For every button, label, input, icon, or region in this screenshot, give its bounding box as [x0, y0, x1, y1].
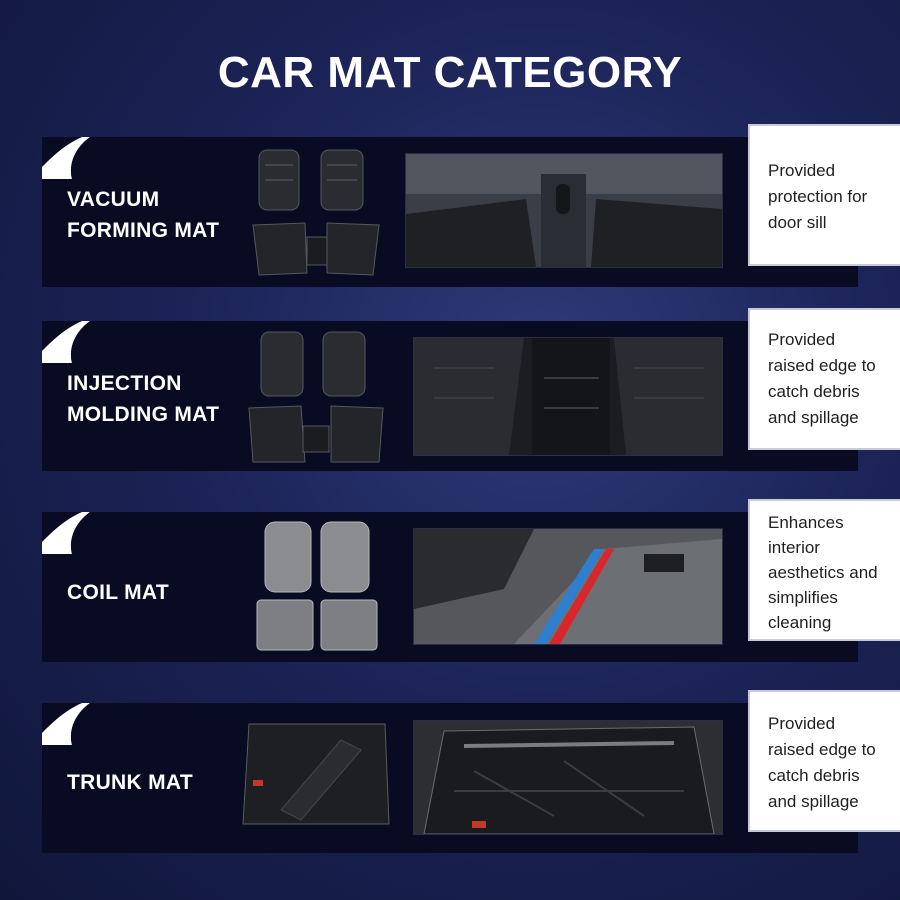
trunk-mat-image [242, 723, 390, 825]
page-curl-icon [42, 321, 90, 363]
description-text: Provided raised edge to catch debris and… [768, 714, 876, 811]
description-text: Provided raised edge to catch debris and… [768, 330, 876, 427]
category-label: COIL MAT [67, 581, 169, 604]
injection-mat-installed-photo [413, 337, 723, 456]
trunk-mat-installed-photo [413, 720, 723, 835]
category-label: VACUUM FORMING MAT [67, 188, 220, 242]
vacuum-mat-installed-photo [405, 153, 723, 268]
category-row-coil: COIL MAT Enhances interior aesthetics an… [0, 0, 900, 662]
description-text: Provided protection for door sill [768, 161, 868, 232]
description-text: Enhances interior aesthetics and simplif… [768, 513, 878, 632]
coil-mat-set-image [256, 521, 378, 651]
page-curl-icon [42, 512, 90, 554]
category-label: TRUNK MAT [67, 771, 193, 794]
injection-mat-set-image [248, 331, 384, 463]
page-curl-icon [42, 703, 90, 745]
page-title: CAR MAT CATEGORY [217, 48, 683, 97]
page-curl-icon [42, 137, 90, 179]
category-row-injection: INJECTION MOLDING MAT Provided raised ed… [0, 0, 900, 471]
category-row-vacuum: VACUUM FORMING MAT Provided protection f… [0, 0, 900, 287]
coil-mat-installed-photo [413, 528, 723, 645]
description-card: Provided raised edge to catch debris and… [748, 690, 900, 832]
vacuum-mat-set-image [252, 149, 380, 276]
category-row-trunk: TRUNK MAT Provided raised edge to catch … [0, 0, 900, 853]
description-card: Enhances interior aesthetics and simplif… [748, 499, 900, 641]
description-card: Provided raised edge to catch debris and… [748, 308, 900, 450]
description-card: Provided protection for door sill [748, 124, 900, 266]
category-label: INJECTION MOLDING MAT [67, 372, 220, 426]
